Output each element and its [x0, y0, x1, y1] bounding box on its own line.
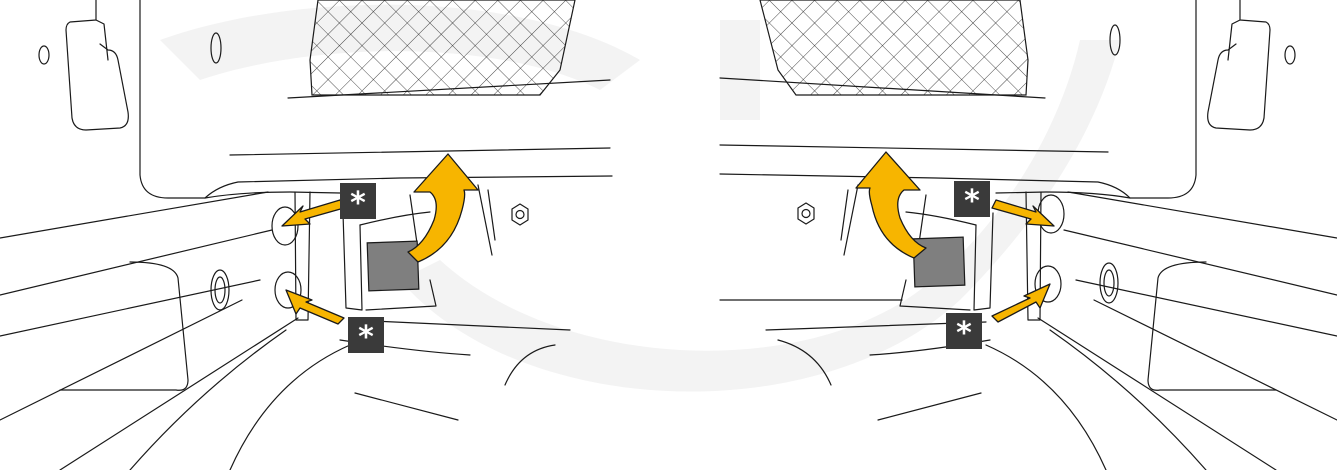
- hex-nut-icon: [512, 204, 528, 225]
- asterisk-marker: *: [946, 313, 982, 351]
- asterisk-icon: *: [350, 186, 366, 221]
- arrow-icon: [992, 284, 1050, 322]
- asterisk-marker: *: [340, 183, 376, 221]
- arrow-icon: [282, 200, 344, 226]
- right-cover-plate: [913, 237, 965, 287]
- asterisk-icon: *: [956, 316, 972, 351]
- asterisk-marker: *: [954, 181, 990, 219]
- right-grille: [760, 0, 1028, 95]
- curved-arrow-up-icon: [408, 154, 478, 262]
- left-panel: * *: [0, 0, 612, 470]
- left-cover-plate: [367, 241, 419, 291]
- left-grille: [310, 0, 575, 95]
- curved-arrow-up-icon: [856, 152, 926, 258]
- asterisk-marker: *: [348, 317, 384, 355]
- arrow-icon: [286, 290, 344, 324]
- asterisk-icon: *: [964, 184, 980, 219]
- asterisk-icon: *: [358, 320, 374, 355]
- hex-nut-icon: [798, 203, 814, 224]
- right-panel: * *: [720, 0, 1337, 470]
